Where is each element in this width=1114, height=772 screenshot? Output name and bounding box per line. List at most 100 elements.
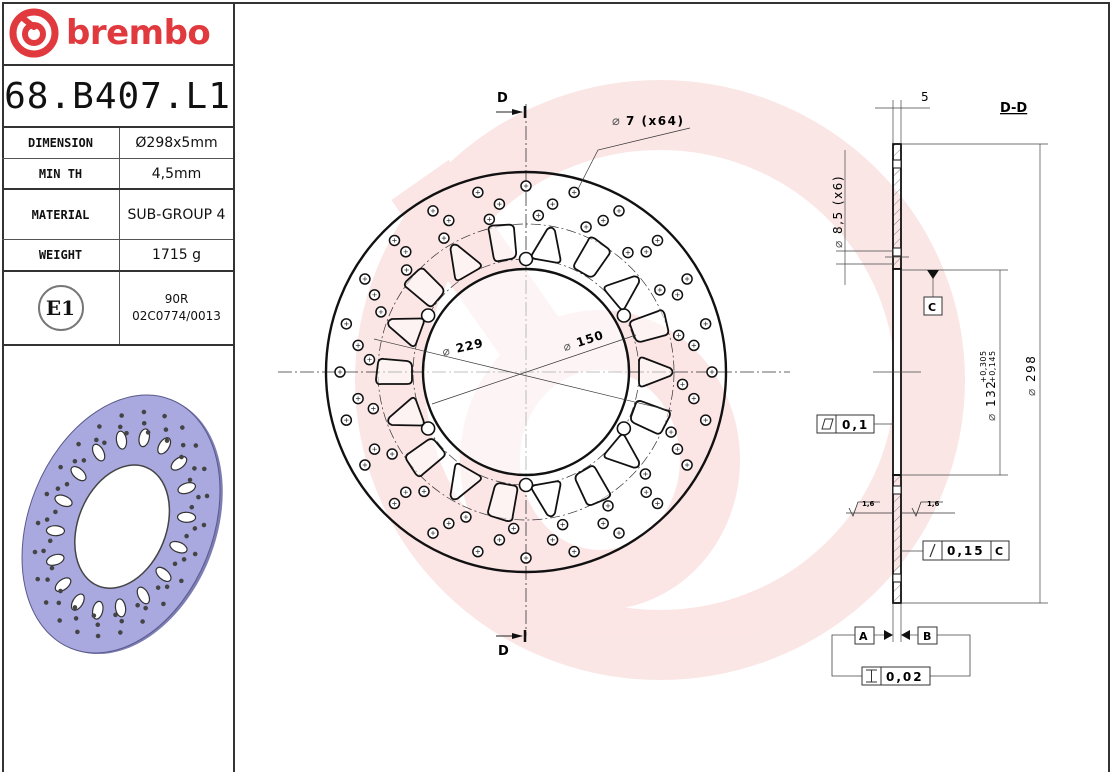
drill-hole (427, 527, 439, 539)
drill-hole (359, 459, 371, 471)
spec-label: WEIGHT (2, 240, 120, 270)
spec-value: Ø298x5mm (135, 135, 218, 151)
section-arrow-bottom (496, 630, 527, 642)
spec-row-weight: WEIGHT 1715 g (2, 240, 233, 272)
diameter-icon: ⌀ (984, 414, 998, 421)
diameter-icon: ⌀ (612, 114, 620, 129)
drill-hole (676, 378, 689, 391)
runout-datum: C (995, 545, 1003, 558)
drill-hole (352, 339, 364, 352)
spec-value: 1715 g (152, 247, 201, 263)
section-title: D-D (1000, 101, 1027, 116)
drill-hole (368, 443, 381, 455)
vent-window (487, 223, 518, 263)
drill-hole (493, 534, 506, 546)
vent-window (405, 438, 446, 478)
mount-hole (518, 251, 534, 267)
drill-hole (418, 485, 430, 498)
drill-hole (472, 186, 484, 199)
drill-hole (568, 186, 580, 199)
flatness-value-box (835, 414, 875, 434)
drill-hole (671, 289, 684, 301)
section-hole (892, 573, 902, 583)
drill-hole (640, 246, 652, 258)
runout-value: 0,15 (947, 544, 985, 558)
spec-value: 4,5mm (151, 165, 202, 182)
datum-a-label: A (859, 630, 868, 643)
spec-value: SUB-GROUP 4 (127, 206, 226, 223)
vent-window (530, 226, 562, 264)
drill-hole (639, 468, 652, 480)
drill-hole (556, 518, 569, 531)
thickness-label: 5 (921, 90, 929, 104)
drill-hole (520, 180, 532, 192)
vent-window (603, 433, 640, 469)
roughness-right-icon (901, 501, 955, 518)
section-hole (892, 485, 902, 495)
diameter-icon: ⌀ (561, 339, 572, 355)
drill-hole (546, 534, 559, 546)
pcd-callout: ⌀ 229 (441, 336, 485, 359)
drill-hole (651, 497, 664, 510)
mount-hole (616, 421, 632, 436)
drill-hole (532, 209, 545, 222)
drill-hole (340, 414, 353, 426)
drill-hole (388, 234, 401, 247)
vent-window (630, 400, 671, 435)
hole-dia-label: 7 (x64) (626, 114, 684, 128)
section-marker-bottom: D (498, 644, 509, 659)
drill-hole (352, 392, 364, 405)
vent-window (574, 465, 612, 506)
datum-c-box (923, 296, 943, 316)
outer-dia-label: 298 (1024, 355, 1038, 382)
vent-window (603, 275, 640, 311)
drill-hole (520, 552, 532, 564)
drill-hole (386, 448, 398, 460)
drill-hole (699, 414, 712, 426)
drill-hole (602, 500, 614, 512)
datum-b-label: B (923, 630, 931, 643)
drill-hole (507, 522, 520, 535)
datum-c-label: C (928, 301, 936, 314)
drill-hole (400, 246, 412, 258)
drill-hole (597, 214, 609, 227)
homologation-number: 90R 02C0774/0013 (120, 272, 233, 344)
homologation-line1: 90R (164, 292, 189, 306)
mount-hole (420, 421, 436, 436)
pcd-dimension-line (373, 338, 673, 412)
brand-name: brembo (66, 13, 211, 53)
drill-hole (438, 232, 450, 244)
hub-tol-lower: +0,145 (988, 350, 997, 383)
drill-hole (706, 366, 718, 378)
drill-hole (359, 273, 371, 285)
drill-hole (427, 205, 439, 217)
drill-hole (681, 459, 693, 471)
drill-hole (613, 205, 625, 217)
vent-window (487, 482, 519, 523)
vent-window (387, 396, 425, 427)
brembo-logo-icon (9, 8, 59, 58)
vent-window (573, 236, 611, 278)
mount-hole (518, 477, 534, 493)
drill-hole (388, 497, 401, 510)
hole-callout: ⌀ 7 (x64) (612, 114, 684, 129)
front-view (278, 104, 790, 642)
bore-dimension-line (431, 334, 637, 405)
hole-leader-line (577, 127, 691, 190)
pcd-dia-label: 229 (455, 336, 485, 356)
spec-label: MIN TH (2, 159, 120, 188)
e1-badge: E1 (37, 285, 84, 331)
outer-dia-callout: ⌀ 298 (1024, 355, 1038, 396)
flatness-icon (821, 418, 834, 430)
datum-a-box (854, 626, 875, 645)
title-block: brembo 68.B407.L1 DIMENSION Ø298x5mm MIN… (2, 2, 235, 772)
drill-hole (367, 402, 380, 415)
datum-a-triangle-icon (884, 630, 893, 640)
vent-window (403, 267, 445, 308)
drill-hole (483, 213, 496, 226)
section-hole (892, 159, 902, 169)
drill-hole (375, 306, 387, 318)
vent-window (629, 309, 670, 343)
parallelism-value: 0,02 (886, 670, 924, 684)
roughness-right-value: 1,6 (927, 500, 940, 508)
